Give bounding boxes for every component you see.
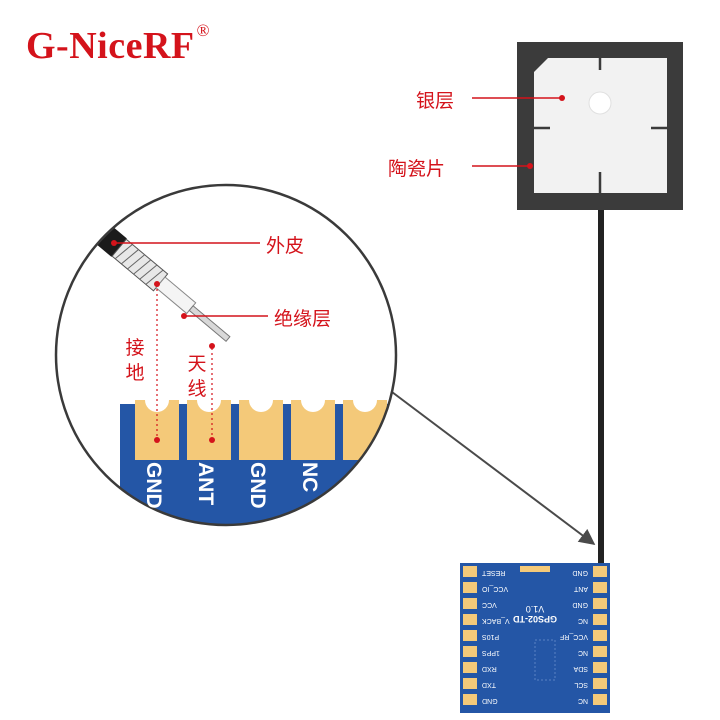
gps-module <box>460 563 610 713</box>
module-pin-label: VCC <box>482 601 497 608</box>
insulation-label: 绝缘层 <box>274 308 332 330</box>
zoom-pin-label: GND <box>246 462 269 509</box>
module-pin-label: VCC_RF <box>560 633 588 640</box>
registered-mark: ® <box>196 21 211 40</box>
module-pin-label: NC <box>578 697 588 704</box>
module-pin-label: NC <box>578 617 588 624</box>
module-title: GPS02-TD <box>512 614 557 624</box>
zoom-circle <box>54 183 398 527</box>
brand-name: G-NiceRF <box>26 25 195 67</box>
module-pin-label: NC <box>578 649 588 656</box>
zoom-pin-label: NC <box>298 462 321 492</box>
module-pin-label: RXD <box>482 665 497 672</box>
zoom-pointer-arrow <box>391 391 596 545</box>
patch-leaders <box>472 95 565 169</box>
zoom-pin-label: GND <box>142 462 165 509</box>
patch-antenna <box>517 42 683 570</box>
module-version: V1.0 <box>526 604 545 614</box>
cable-leaders <box>111 240 268 443</box>
jacket-label: 外皮 <box>266 235 305 257</box>
module-pin-label: P10S <box>482 633 499 640</box>
module-pin-label: SCL <box>574 681 588 688</box>
module-pin-label: GND <box>482 697 498 704</box>
module-pin-label: RESET <box>481 569 505 576</box>
module-pin-label: GND <box>572 569 588 576</box>
module-pin-label: SDA <box>573 665 588 672</box>
antenna-label: 天线 <box>187 353 207 400</box>
module-pin-label: VCC_IO <box>481 585 508 592</box>
zoom-pin-label: ANT <box>194 462 217 505</box>
module-pin-label: GND <box>572 601 588 608</box>
module-pin-label: TXD <box>482 681 496 688</box>
module-pin-label: V_BACK <box>482 617 510 624</box>
ground-label: 接地 <box>125 337 145 384</box>
silver-layer-label: 银层 <box>416 90 455 112</box>
module-pin-label: ANT <box>573 585 588 592</box>
module-pin-label: 1PPS <box>482 649 500 656</box>
ceramic-label: 陶瓷片 <box>388 158 446 180</box>
brand-logo: G-NiceRF® <box>26 21 211 68</box>
